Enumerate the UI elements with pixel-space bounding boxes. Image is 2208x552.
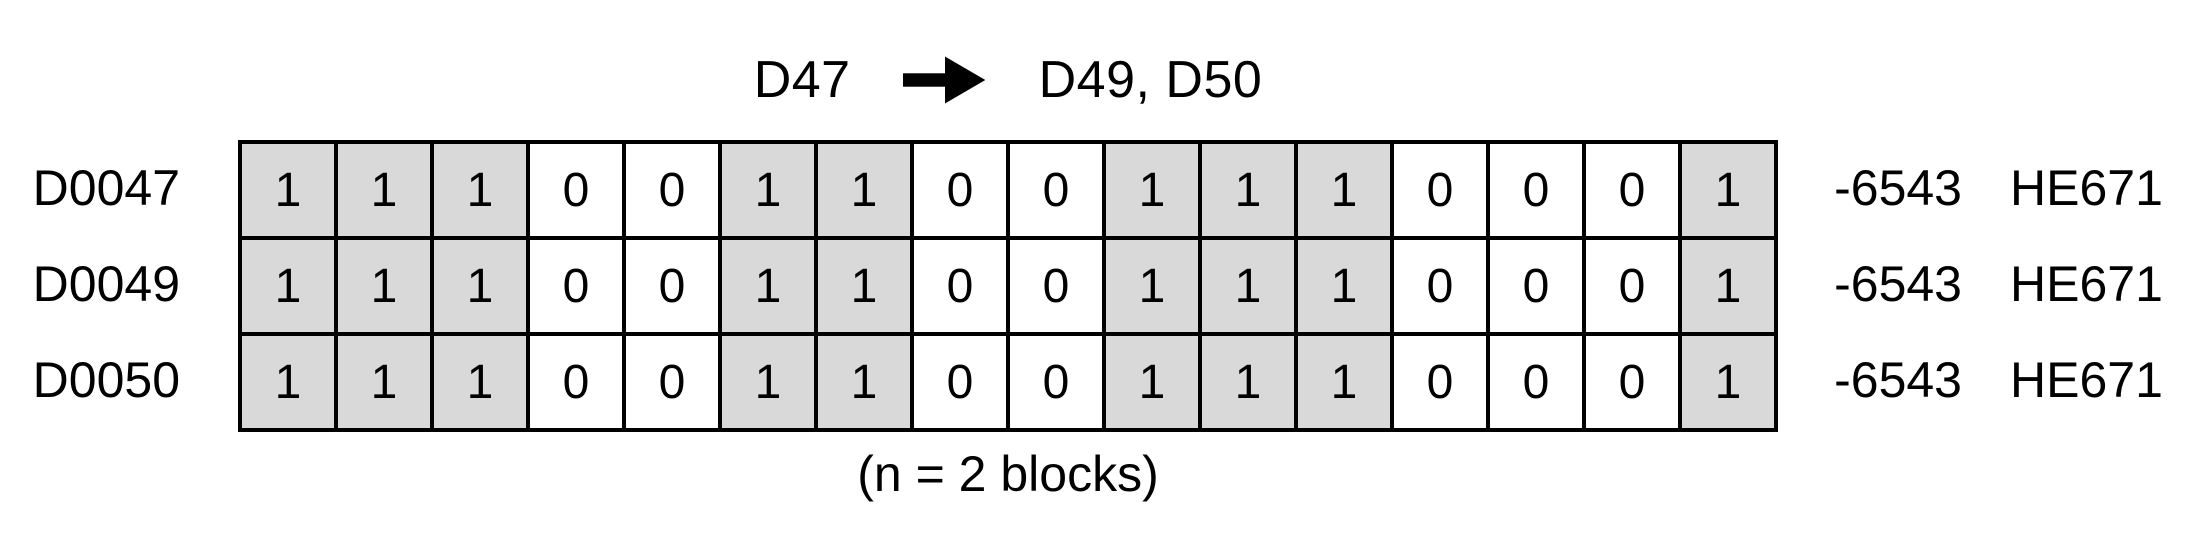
bit-cell: 0 <box>1392 142 1488 238</box>
bit-cell: 0 <box>1488 238 1584 334</box>
bit-cell: 1 <box>336 238 432 334</box>
bit-cell: 1 <box>336 334 432 430</box>
bit-cell: 1 <box>1200 238 1296 334</box>
bit-cell: 1 <box>336 142 432 238</box>
bit-cell: 1 <box>1296 238 1392 334</box>
bit-cell: 0 <box>624 334 720 430</box>
bit-cell: 1 <box>432 238 528 334</box>
bit-cell: 1 <box>1104 334 1200 430</box>
bit-cell: 0 <box>624 238 720 334</box>
block-count-caption: (n = 2 blocks) <box>857 446 1159 502</box>
decimal-value-d0049: -6543 <box>1834 256 1962 312</box>
bit-cell: 0 <box>1584 238 1680 334</box>
bit-cell: 0 <box>912 142 1008 238</box>
bit-cell: 1 <box>1104 142 1200 238</box>
bit-cell: 1 <box>816 334 912 430</box>
bit-cell: 1 <box>720 238 816 334</box>
diagram-title: D47 D49, D50 <box>240 36 1776 124</box>
bit-cell: 0 <box>1392 334 1488 430</box>
bit-cell: 1 <box>1680 334 1776 430</box>
decimal-value-d0050: -6543 <box>1834 352 1962 408</box>
bit-cell: 0 <box>528 142 624 238</box>
bit-cell: 0 <box>1392 238 1488 334</box>
bit-cell: 0 <box>624 142 720 238</box>
bit-cell: 1 <box>1680 142 1776 238</box>
bit-cell: 0 <box>1584 142 1680 238</box>
bit-cell: 1 <box>240 142 336 238</box>
bit-cell: 1 <box>1200 142 1296 238</box>
register-label-d0047: D0047 <box>32 160 180 216</box>
bit-cell: 1 <box>432 334 528 430</box>
bit-cell: 0 <box>1488 334 1584 430</box>
bit-cell: 1 <box>1296 334 1392 430</box>
bit-cell: 0 <box>1488 142 1584 238</box>
bit-cell: 1 <box>240 238 336 334</box>
register-label-d0049: D0049 <box>32 256 180 312</box>
decimal-value-d0047: -6543 <box>1834 160 1962 216</box>
bit-cell: 1 <box>1680 238 1776 334</box>
target-registers-label: D49, D50 <box>1038 51 1263 109</box>
bit-cell: 1 <box>816 238 912 334</box>
bit-cell: 0 <box>1008 238 1104 334</box>
hex-value-d0047: HE671 <box>2010 160 2163 216</box>
hex-value-d0049: HE671 <box>2010 256 2163 312</box>
bit-cell: 1 <box>816 142 912 238</box>
bit-cell: 0 <box>912 238 1008 334</box>
bit-cell: 0 <box>528 238 624 334</box>
bit-cell: 1 <box>1104 238 1200 334</box>
source-register-label: D47 <box>753 51 851 109</box>
hex-value-d0050: HE671 <box>2010 352 2163 408</box>
bit-cell: 0 <box>528 334 624 430</box>
bit-cell: 1 <box>1200 334 1296 430</box>
bit-cell: 0 <box>1584 334 1680 430</box>
bit-cell: 1 <box>720 334 816 430</box>
bit-cell: 1 <box>720 142 816 238</box>
bit-cell: 1 <box>432 142 528 238</box>
bit-cell: 1 <box>240 334 336 430</box>
bit-cell: 0 <box>912 334 1008 430</box>
bit-cell: 0 <box>1008 142 1104 238</box>
arrow-right-icon <box>902 52 987 108</box>
bit-cell: 0 <box>1008 334 1104 430</box>
register-label-d0050: D0050 <box>32 352 180 408</box>
bit-cell: 1 <box>1296 142 1392 238</box>
